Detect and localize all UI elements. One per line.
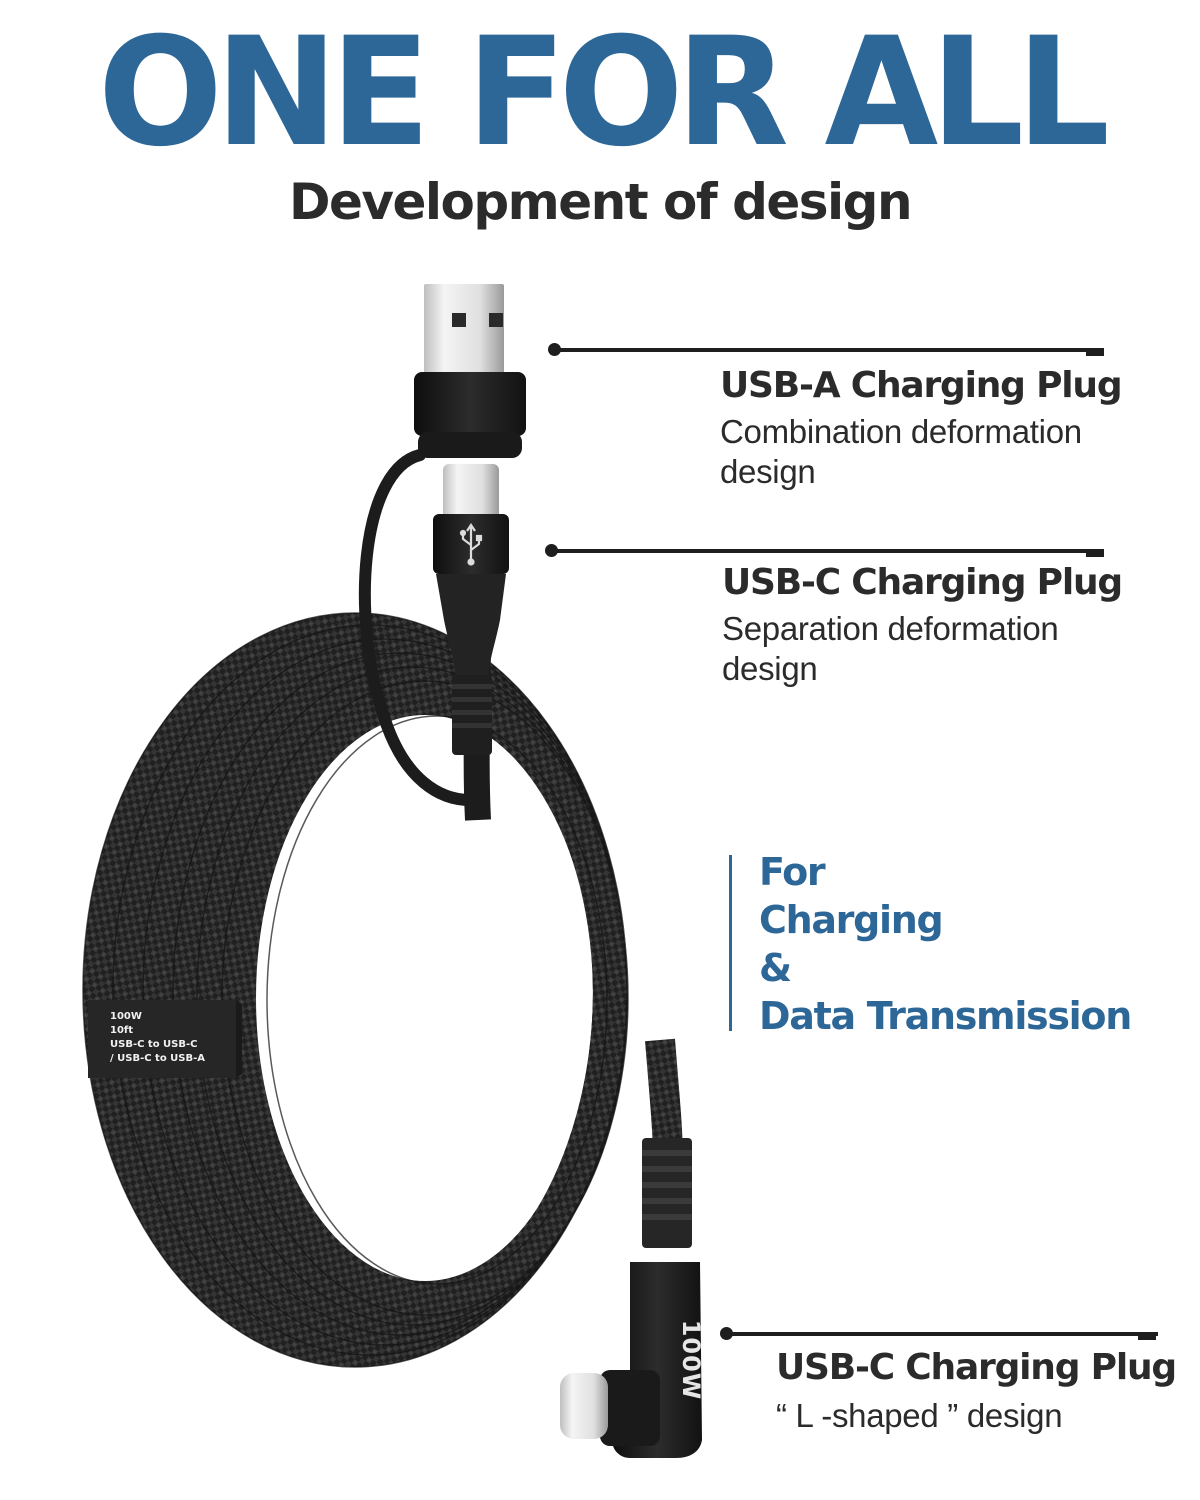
label-band-line: / USB-C to USB-A — [110, 1053, 206, 1064]
label-band-text: 100W 10ft USB-C to USB-C / USB-C to USB-… — [110, 1010, 240, 1066]
callout-desc: design — [722, 650, 818, 687]
l-plug-power-text: 100W — [677, 1319, 705, 1401]
label-band-line: 100W — [110, 1011, 142, 1022]
headline-subtitle: Development of design — [288, 173, 913, 231]
callout-title: USB-A Charging Plug — [720, 365, 1123, 406]
feature-line: & — [759, 946, 792, 990]
callout-line — [551, 549, 1104, 553]
feature-accent-bar — [729, 855, 732, 1031]
feature-block: For Charging & Data Transmission — [759, 848, 1132, 1040]
label-band — [88, 1000, 242, 1078]
callout-title: USB-C Charging Plug — [776, 1347, 1177, 1388]
headline-title: ONE FOR ALL — [97, 6, 1110, 180]
callout-desc: Combination deformation — [720, 413, 1082, 450]
callout-end-marker — [1086, 348, 1104, 356]
callout-usb-c-top: USB-C Charging Plug Separation deformati… — [722, 562, 1123, 689]
callout-line — [726, 1332, 1158, 1336]
callout-end-marker — [1138, 1332, 1156, 1340]
callout-end-marker — [1086, 549, 1104, 557]
usb-c-plug-top — [433, 464, 509, 755]
callout-desc: Separation deformation — [722, 610, 1059, 647]
callout-desc: design — [720, 453, 816, 490]
callout-usb-c-l: USB-C Charging Plug “ L -shaped ” design — [776, 1347, 1177, 1436]
label-band-line: USB-C to USB-C — [110, 1039, 198, 1050]
usb-icon — [459, 523, 483, 566]
callout-title: USB-C Charging Plug — [722, 562, 1123, 603]
feature-line: Data Transmission — [759, 994, 1132, 1038]
feature-line: Charging — [759, 898, 944, 942]
callout-line — [554, 348, 1104, 352]
callout-desc: “ L -shaped ” design — [776, 1397, 1063, 1434]
feature-line: For — [759, 850, 826, 894]
usb-c-l-plug — [560, 1138, 702, 1458]
label-band-line: 10ft — [110, 1025, 134, 1036]
cable-coil — [83, 613, 628, 1367]
usb-a-plug — [414, 284, 526, 458]
callout-usb-a: USB-A Charging Plug Combination deformat… — [720, 365, 1123, 492]
